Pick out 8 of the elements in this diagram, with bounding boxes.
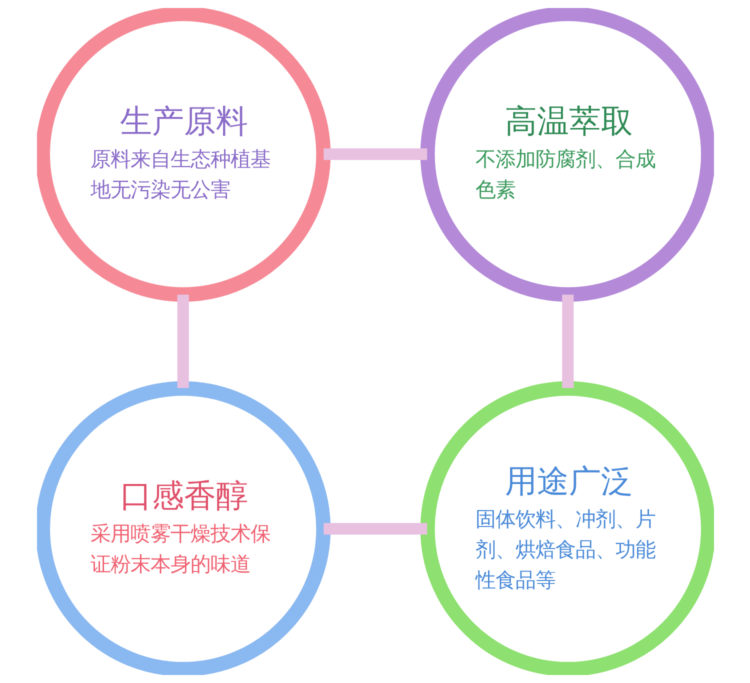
connector [323, 523, 427, 535]
node-circle: 用途广泛 固体饮料、冲剂、片剂、烘焙食品、功能性食品等 [420, 381, 714, 675]
node-circle: 口感香醇 采用喷雾干燥技术保证粉末本身的味道 [36, 381, 330, 675]
node-circle: 高温萃取 不添加防腐剂、合成色素 [420, 8, 714, 302]
connector [323, 148, 427, 160]
node-circle: 生产原料 原料来自生态种植基地无污染无公害 [36, 8, 330, 302]
connector [562, 294, 574, 388]
connector [176, 294, 188, 388]
